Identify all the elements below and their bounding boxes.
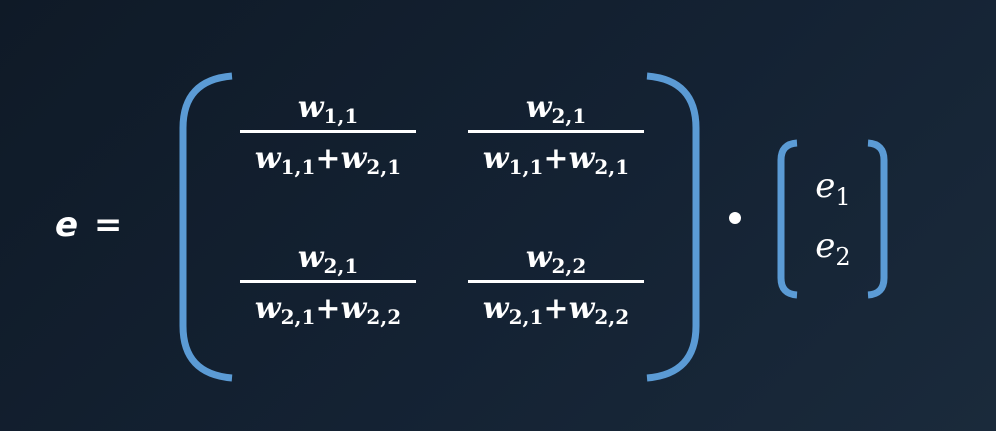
- equation-lhs: e =: [55, 205, 125, 245]
- matrix-left-paren: [179, 72, 233, 382]
- matrix-cell-2-2: w2,2 w2,1+w2,2: [468, 238, 644, 329]
- matrix-cell-2-1: w2,1 w2,1+w2,2: [240, 238, 416, 329]
- denominator: w1,1+w2,1: [254, 141, 402, 179]
- vector-left-bracket: [777, 139, 798, 299]
- matrix-cell-1-1: w1,1 w1,1+w2,1: [240, 88, 416, 179]
- numerator: w1,1: [297, 90, 359, 128]
- fraction-bar: [468, 130, 644, 133]
- fraction-bar: [240, 280, 416, 283]
- numerator: w2,1: [525, 90, 587, 128]
- dot-product-operator: [729, 212, 741, 224]
- matrix-right-paren: [646, 72, 700, 382]
- vector-entry-1: e1: [815, 166, 851, 211]
- denominator: w2,1+w2,2: [482, 291, 630, 329]
- numerator: w2,1: [297, 240, 359, 278]
- denominator: w2,1+w2,2: [254, 291, 402, 329]
- matrix-cell-1-2: w2,1 w1,1+w2,1: [468, 88, 644, 179]
- vector-right-bracket: [867, 139, 888, 299]
- denominator: w1,1+w2,1: [482, 141, 630, 179]
- fraction-bar: [240, 130, 416, 133]
- fraction-bar: [468, 280, 644, 283]
- vector-entry-2: e2: [815, 226, 851, 271]
- numerator: w2,2: [525, 240, 587, 278]
